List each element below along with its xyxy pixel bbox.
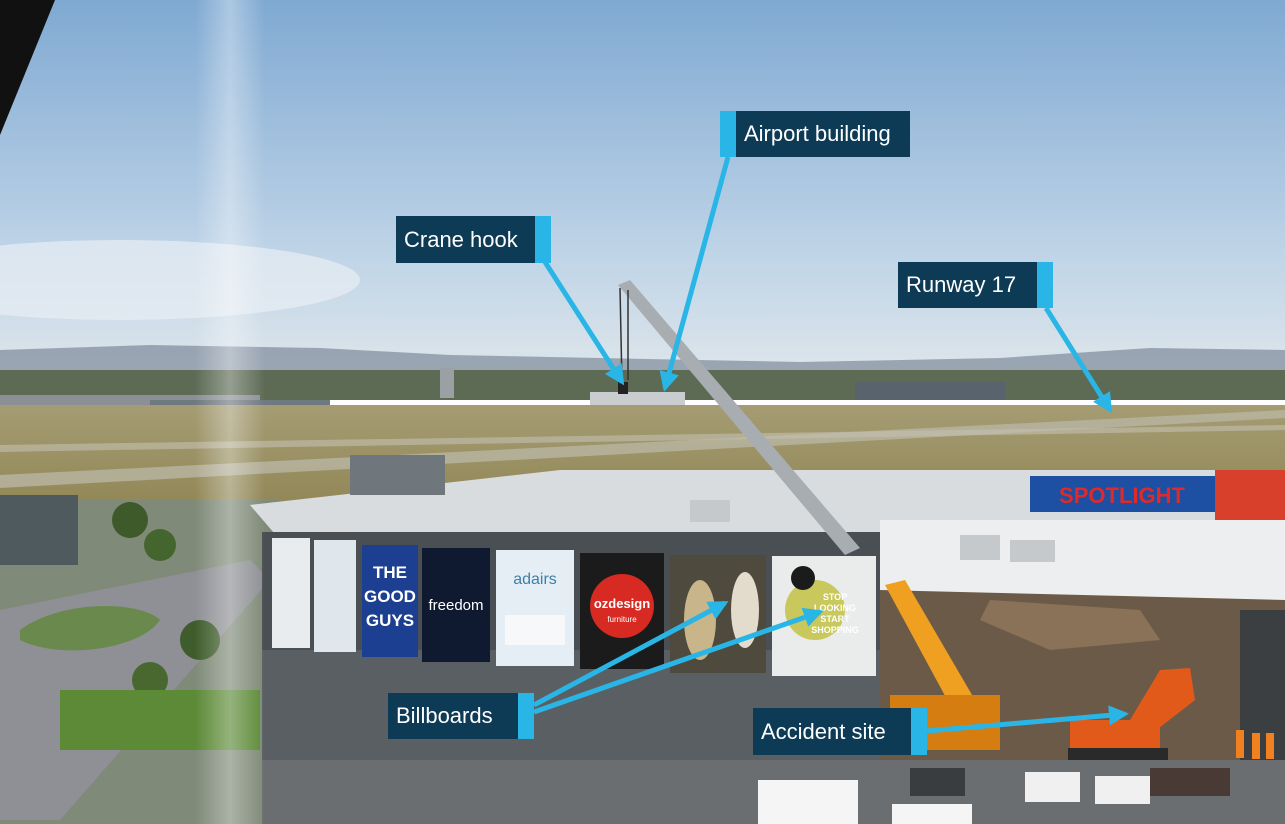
window-frame-corner: [0, 0, 55, 135]
callout-tab: [1037, 262, 1053, 308]
ozdesign-sub: furniture: [607, 615, 637, 624]
callout-tab: [535, 216, 551, 263]
shopping-logo: [791, 566, 815, 590]
excavator-arm: [1130, 668, 1195, 735]
rooftop-unit: [960, 535, 1000, 560]
spotlight-sign: [1030, 476, 1215, 512]
person-figure: [684, 580, 716, 660]
crane-truck-arm: [885, 580, 975, 705]
white-car: [1025, 772, 1080, 802]
rooftop-unit: [1010, 540, 1055, 562]
excavator-tracks: [1068, 748, 1168, 760]
callout-billboards: Billboards: [388, 693, 534, 739]
shopping-text-4: SHOPPING: [811, 625, 859, 635]
white-van: [758, 780, 858, 824]
excavator-body: [1070, 720, 1160, 752]
callout-tab: [720, 111, 736, 157]
rooftop-unit: [350, 455, 445, 495]
worker: [1252, 733, 1260, 759]
callout-accident-site: Accident site: [753, 708, 927, 755]
arrow-airport-building: [659, 156, 731, 392]
taxiway: [0, 425, 1285, 452]
callout-runway: Runway 17: [898, 262, 1053, 308]
good-guys-text-1: THE: [373, 563, 407, 582]
hangar: [855, 382, 1005, 400]
billboard-freedom: [422, 548, 490, 662]
billboard-adairs: [496, 550, 574, 666]
arrow-runway: [1043, 306, 1113, 414]
rubble: [980, 600, 1160, 650]
worker: [1236, 730, 1244, 758]
tree: [112, 502, 148, 538]
store-facade-red: [1215, 470, 1285, 520]
dark-car: [1150, 768, 1230, 796]
adairs-text: adairs: [513, 571, 557, 588]
sky: [0, 0, 1285, 380]
good-guys-text-2: GOOD: [364, 587, 416, 606]
ozdesign-text: ozdesign: [594, 596, 650, 611]
arrow-billboards-1: [532, 600, 729, 708]
crane-hook: [618, 382, 628, 394]
worker: [1266, 733, 1274, 759]
callout-accident-site-label: Accident site: [761, 718, 886, 744]
crane-boom: [618, 280, 860, 555]
callout-airport-building: Airport building: [720, 111, 910, 157]
arrow-crane-hook: [542, 260, 625, 386]
dark-facade: [1240, 610, 1285, 760]
white-car: [1095, 776, 1150, 804]
callout-tab: [911, 708, 927, 755]
left-building: [0, 495, 78, 565]
freedom-text: freedom: [428, 597, 483, 614]
adairs-bed: [505, 615, 565, 645]
runway-strip: [0, 410, 1285, 488]
ozdesign-logo: [590, 574, 654, 638]
spotlight-text: SPOTLIGHT: [1059, 483, 1185, 508]
callout-billboards-label: Billboards: [396, 703, 493, 728]
callout-crane-hook: Crane hook: [396, 216, 551, 263]
tree: [132, 662, 168, 698]
shopping-text-3: START: [820, 614, 850, 624]
tower: [440, 368, 454, 398]
cloud: [0, 240, 360, 320]
shopping-text-1: STOP: [823, 592, 847, 602]
arrow-billboards-2: [533, 607, 824, 715]
callout-airport-building-label: Airport building: [744, 121, 891, 146]
good-guys-text-3: GUYS: [366, 611, 414, 630]
white-car: [892, 804, 972, 824]
arrow-accident-site: [926, 705, 1129, 734]
billboard-1: [272, 538, 310, 648]
window-glare: [195, 0, 265, 824]
billboard-2: [314, 540, 356, 652]
rooftop-unit: [690, 500, 730, 522]
shopping-text-2: LOOKING: [814, 603, 856, 613]
callout-tab: [518, 693, 534, 739]
person-figure: [731, 572, 759, 648]
callout-crane-hook-label: Crane hook: [404, 226, 518, 252]
dark-car: [910, 768, 965, 796]
billboard-good-guys: [362, 545, 418, 657]
tree: [144, 529, 176, 561]
callout-runway-label: Runway 17: [906, 272, 1017, 297]
roundabout: [20, 606, 160, 651]
